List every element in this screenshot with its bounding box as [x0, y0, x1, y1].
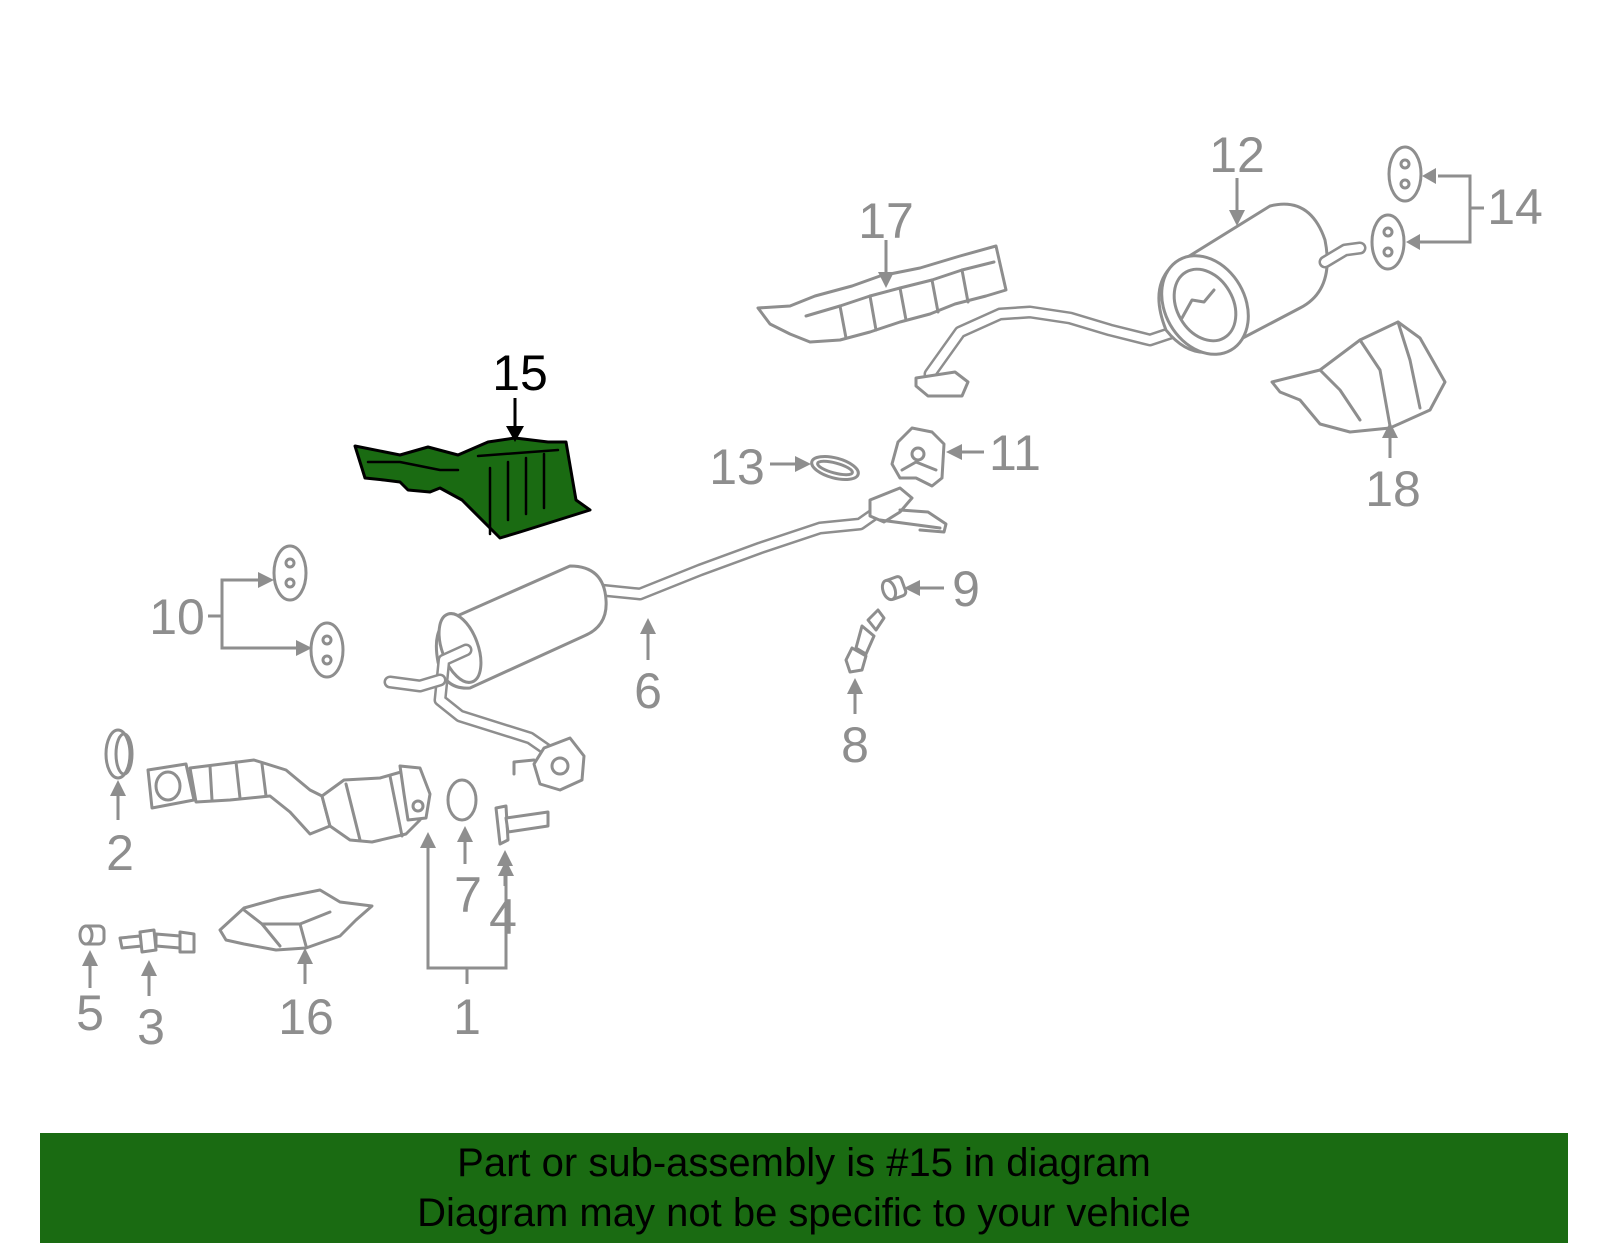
- callout-12-arrow: [1229, 178, 1245, 226]
- callout-15-arrow: [506, 398, 524, 442]
- part-7-gasket[interactable]: [446, 778, 478, 822]
- part-13-gasket[interactable]: [809, 452, 861, 484]
- callout-9-arrow: [904, 580, 944, 596]
- callout-18: 18: [1365, 461, 1421, 517]
- part-14-hanger-lower[interactable]: [1370, 213, 1406, 271]
- part-8-stud-bolt[interactable]: [844, 608, 886, 674]
- callout-8-arrow: [847, 678, 863, 714]
- callout-15: 15: [492, 345, 548, 401]
- part-17-heat-shield[interactable]: [756, 244, 1008, 344]
- part-1-front-pipe-converter[interactable]: [146, 758, 432, 844]
- part-15-heat-shield[interactable]: [353, 436, 592, 540]
- callout-9: 9: [952, 561, 980, 617]
- part-9-nut[interactable]: [880, 575, 908, 602]
- part-14-hanger-upper[interactable]: [1387, 145, 1423, 203]
- callout-17: 17: [858, 193, 914, 249]
- callout-16: 16: [278, 989, 334, 1045]
- callout-18-arrow: [1382, 422, 1398, 458]
- callout-3: 3: [137, 999, 165, 1055]
- callout-5-arrow: [82, 950, 98, 988]
- banner-line-1: Part or sub-assembly is #15 in diagram: [457, 1141, 1151, 1185]
- part-12-rear-muffler[interactable]: [914, 202, 1367, 398]
- callout-2-arrow: [110, 780, 126, 820]
- part-6-center-muffler-pipe[interactable]: [383, 486, 948, 792]
- callout-7-arrow: [457, 826, 473, 864]
- callout-13: 13: [709, 439, 765, 495]
- part-10-hanger-upper[interactable]: [272, 544, 308, 602]
- callout-11-arrow: [946, 444, 984, 460]
- part-5-nut[interactable]: [78, 924, 106, 946]
- callout-2: 2: [106, 825, 134, 881]
- callout-5: 5: [76, 985, 104, 1041]
- banner-line-2: Diagram may not be specific to your vehi…: [417, 1191, 1191, 1235]
- callout-12: 12: [1209, 127, 1265, 183]
- part-3-bolt[interactable]: [118, 928, 196, 954]
- callout-4-arrow: [497, 850, 513, 886]
- callout-14: 14: [1487, 179, 1543, 235]
- part-16-heat-shield[interactable]: [218, 888, 374, 952]
- part-10-hanger-lower[interactable]: [309, 621, 345, 679]
- callout-1: 1: [453, 989, 481, 1045]
- callout-4: 4: [489, 889, 517, 945]
- callout-3-arrow: [141, 960, 157, 996]
- callout-8: 8: [841, 717, 869, 773]
- callout-14-bracket: [1406, 168, 1484, 250]
- callout-13-arrow: [770, 456, 811, 472]
- part-2-gasket[interactable]: [104, 728, 134, 780]
- callout-17-arrow: [878, 240, 894, 288]
- callout-6-arrow: [640, 618, 656, 660]
- callout-10: 10: [149, 589, 205, 645]
- callout-6: 6: [634, 663, 662, 719]
- callout-7: 7: [454, 867, 482, 923]
- part-11-hanger[interactable]: [890, 426, 946, 488]
- part-4-bolt[interactable]: [494, 804, 550, 846]
- callout-16-arrow: [297, 948, 313, 984]
- callout-11: 11: [989, 425, 1041, 481]
- info-banner: Part or sub-assembly is #15 in diagram D…: [40, 1133, 1568, 1243]
- callout-10-bracket: [208, 572, 312, 656]
- part-18-heat-shield[interactable]: [1270, 320, 1447, 434]
